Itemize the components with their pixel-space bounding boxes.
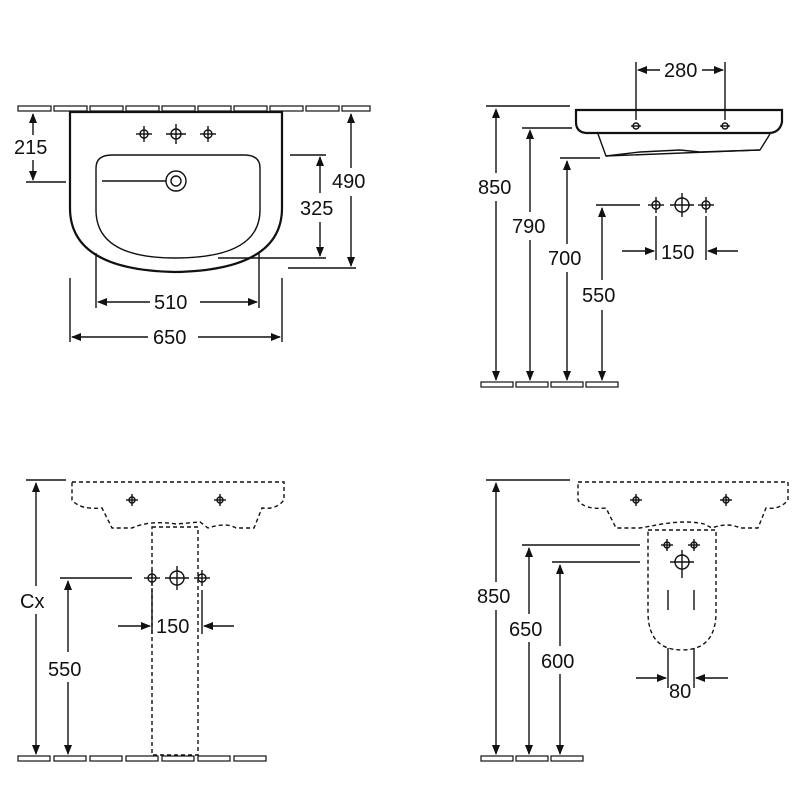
tap-marker-icon <box>126 494 226 506</box>
floor-rail <box>17 755 267 762</box>
basin-underside <box>597 133 771 157</box>
basin-outline <box>68 110 284 274</box>
basin-profile <box>574 108 784 135</box>
dim-700: 700 <box>548 157 600 381</box>
tap-marker-icon <box>630 494 732 506</box>
dim-650: 650 <box>69 278 283 349</box>
dim-label: 550 <box>48 659 81 681</box>
dim-cx: Cx <box>20 479 66 755</box>
floor-rail <box>480 755 584 762</box>
dim-label: 325 <box>300 198 333 220</box>
dim-790: 790 <box>512 127 572 381</box>
top-view: 215 325 490 510 <box>14 105 371 349</box>
dim-label: 510 <box>154 292 187 314</box>
dim-280: 280 <box>635 60 726 120</box>
dim-215: 215 <box>14 113 66 183</box>
dim-80-semi: 80 <box>636 648 728 703</box>
floor-rail <box>480 381 619 388</box>
dim-600-semi: 600 <box>541 561 640 755</box>
waste-tap-icon <box>144 566 210 590</box>
tap-marker-icon <box>631 122 730 130</box>
pedestal-column-dashed <box>151 526 199 756</box>
dim-150-side: 150 <box>622 216 738 264</box>
pedestal-view: Cx 550 150 <box>17 479 285 762</box>
dim-label: 850 <box>477 586 510 608</box>
dim-label: 150 <box>156 616 189 638</box>
dim-label: 550 <box>582 285 615 307</box>
drain-icon <box>102 170 187 192</box>
basin-outline-dashed <box>71 481 285 529</box>
dim-label: 790 <box>512 216 545 238</box>
dim-label: 650 <box>509 619 542 641</box>
tap-holes-icon <box>136 124 216 144</box>
dim-label: 650 <box>153 327 186 349</box>
dim-label: 280 <box>664 60 697 82</box>
dim-550-side: 550 <box>582 204 640 381</box>
semi-pedestal-view: 850 650 600 80 <box>477 479 789 762</box>
dim-label: 850 <box>478 177 511 199</box>
dim-325: 325 <box>218 154 333 259</box>
side-view: 280 850 790 700 <box>478 60 784 388</box>
dim-label: 700 <box>548 248 581 270</box>
waste-tap-icon <box>648 193 714 217</box>
wall-rail <box>17 105 371 112</box>
dim-850-semi: 850 <box>477 479 570 755</box>
dim-550-pedestal: 550 <box>48 577 132 755</box>
dim-label: 80 <box>669 681 691 703</box>
inner-bowl <box>95 154 261 259</box>
basin-outline-dashed <box>577 481 789 529</box>
dim-510: 510 <box>95 253 260 314</box>
dim-650-semi: 650 <box>509 544 640 755</box>
dim-label: 600 <box>541 651 574 673</box>
semi-pedestal-dashed <box>647 529 717 651</box>
waste-tap-icon <box>661 539 700 610</box>
dim-490: 490 <box>288 113 365 269</box>
dim-150-pedestal: 150 <box>118 590 234 638</box>
dim-label: 150 <box>661 242 694 264</box>
dim-label: 490 <box>332 171 365 193</box>
dim-850-side: 850 <box>478 105 570 381</box>
dim-label: 215 <box>14 137 47 159</box>
dim-label: Cx <box>20 591 44 613</box>
